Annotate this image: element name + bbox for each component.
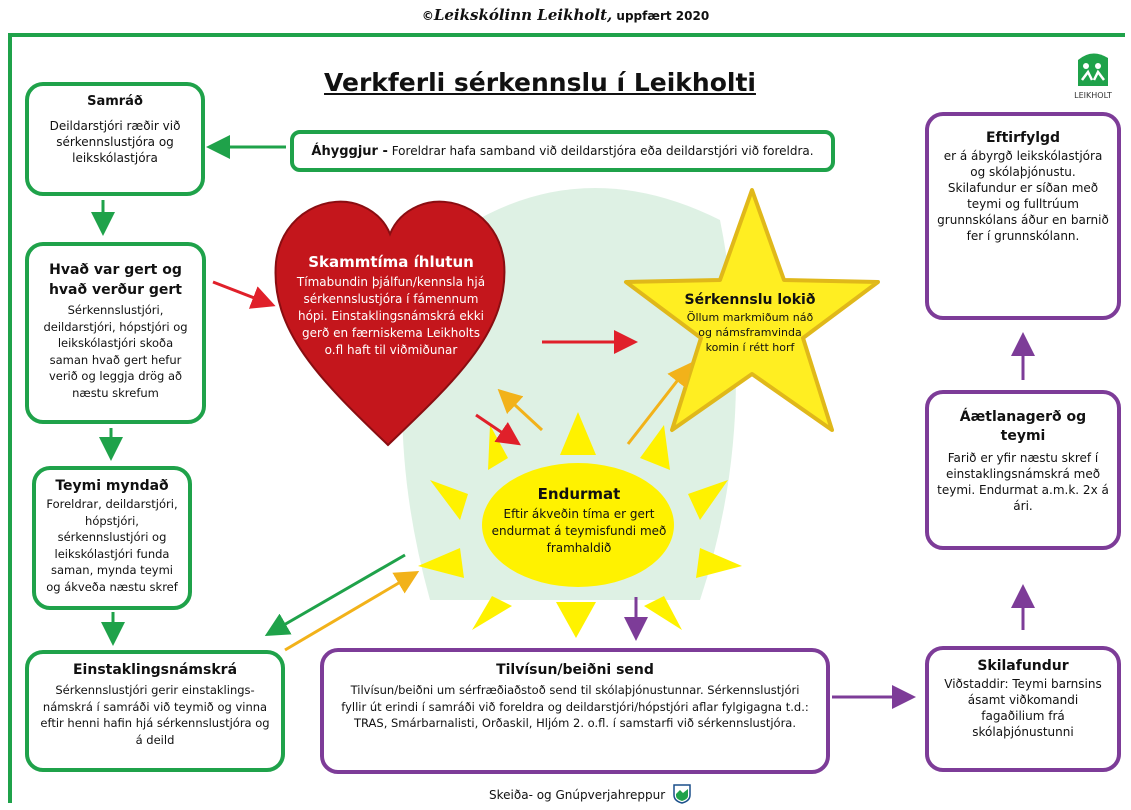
einstaklings-heading: Einstaklingsnámskrá [72,662,238,678]
tilvisun-heading: Tilvísun/beiðni send [496,662,654,678]
concern-box: Áhyggjur - Foreldrar hafa samband við de… [290,130,835,172]
skilafundur-heading: Skilafundur [977,658,1069,674]
sun-text: Eftir ákveðin tíma er gert endurmat á te… [491,507,667,555]
heart-content: Skammtíma íhlutun Tímabundin þjálfun/ken… [296,254,486,359]
copyright-line: ©Leikskólinn Leikholt, uppfært 2020 [0,6,1131,24]
sun-shape [418,412,742,638]
aaetlun-text: Farið er yfir næstu skref í einstaklings… [937,451,1109,513]
footer-text: Skeiða- og Gnúpverjahreppur [489,788,666,802]
sun-content: Endurmat Eftir ákveðin tíma er gert endu… [488,486,670,557]
star-text: Öllum markmiðum náð og námsframvinda kom… [686,311,814,354]
skilafundur-box: Skilafundur Viðstaddir: Teymi barnsins á… [925,646,1121,772]
teymi-heading: Teymi myndað [55,478,169,494]
star-content: Sérkennslu lokið Öllum markmiðum náð og … [680,293,820,355]
hvad-heading: Hvað var gert og hvað verður gert [48,262,183,298]
arrow-sun-to-heart [497,388,544,432]
hvad-box: Hvað var gert og hvað verður gert Sérken… [25,242,206,424]
eftirfylgd-text: er á ábyrgð leikskólastjóra og skólaþjón… [937,149,1109,243]
einstaklings-box: Einstaklingsnámskrá Sérkennslustjóri ger… [25,650,285,772]
samrad-heading: Samráð [87,94,143,109]
teymi-box: Teymi myndað Foreldrar, deildarstjóri, h… [32,466,192,610]
arrow-sun-to-star [626,362,692,445]
municipal-crest-icon [673,784,691,807]
logo-text: LEIKHOLT [1074,91,1112,100]
leikholt-logo-icon: LEIKHOLT [1064,46,1122,104]
eftirfylgd-box: Eftirfylgd er á ábyrgð leikskólastjóra o… [925,112,1121,320]
updated-note: uppfært 2020 [616,9,710,23]
page-frame [8,33,1125,803]
star-heading: Sérkennslu lokið [684,292,816,308]
heart-shape [274,200,506,447]
einstaklings-text: Sérkennslustjóri gerir einstaklings-náms… [40,683,270,747]
copyright-symbol: © [421,9,434,23]
page-title: Verkferli sérkennslu í Leikholti [324,68,756,97]
arrow-einstaklings-to-sun [284,570,420,652]
aaetlun-box: Áætlanagerð og teymi Farið er yfir næstu… [925,390,1121,550]
star-shape [624,188,880,432]
skilafundur-text: Viðstaddir: Teymi barnsins ásamt viðkoma… [944,677,1102,739]
teymi-text: Foreldrar, deildarstjóri, hópstjóri, sér… [46,497,178,594]
samrad-box: Samráð Deildarstjóri ræðir við sérkennsl… [25,82,205,196]
eftirfylgd-heading: Eftirfylgd [985,130,1061,146]
samrad-text: Deildarstjóri ræðir við sérkennslustjóra… [49,119,181,165]
heart-text: Tímabundin þjálfun/kennsla hjá sérkennsl… [296,275,486,357]
arrow-heart-to-sun [475,413,521,446]
hvad-text: Sérkennslustjóri, deildarstjóri, hópstjó… [43,303,188,400]
concern-label: Áhyggjur - [311,144,388,159]
aaetlun-heading: Áætlanagerð og teymi [959,409,1087,444]
arrow-hvad-to-heart [212,280,276,309]
heart-heading: Skammtíma íhlutun [308,253,474,271]
tilvisun-box: Tilvísun/beiðni send Tilvísun/beiðni um … [320,648,830,774]
arrow-sun-to-einstaklings [264,553,406,637]
brand-name: Leikskólinn Leikholt, [433,6,613,24]
sun-heading: Endurmat [537,485,621,503]
concern-text: Foreldrar hafa samband við deildarstjóra… [391,144,814,158]
footer: Skeiða- og Gnúpverjahreppur [460,784,720,807]
tilvisun-text: Tilvísun/beiðni um sérfræðiaðstoð send t… [341,683,809,730]
